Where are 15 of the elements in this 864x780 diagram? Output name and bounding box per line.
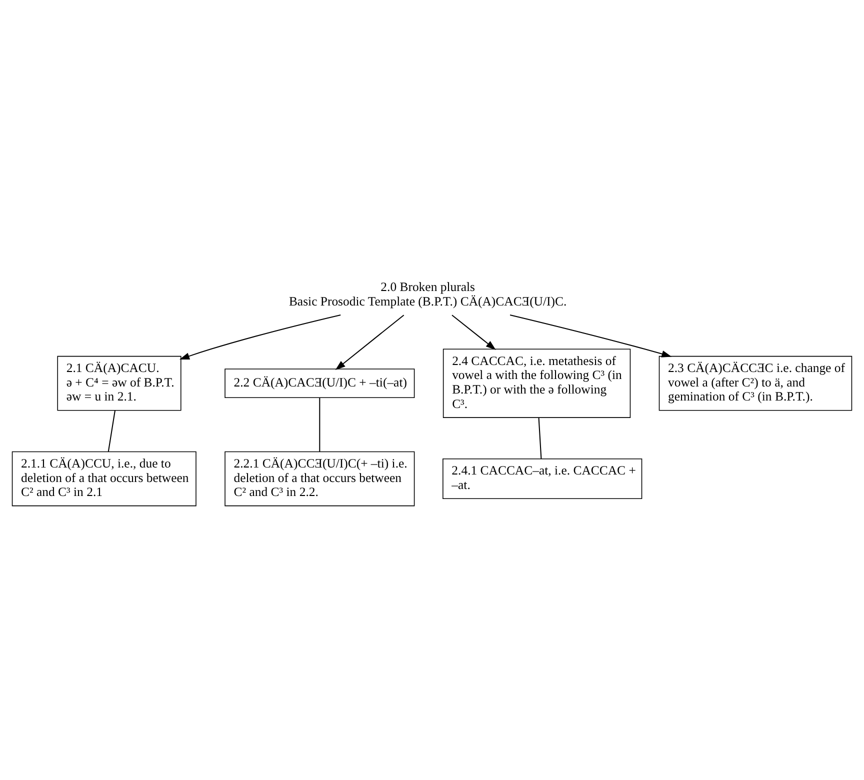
arrow [452,314,496,350]
arrow [179,314,341,360]
node-box: 2.1 CÄ(A)CACU. ə + C⁴ = əw of B.P.T. əw = u in 2.1. [57,355,182,410]
node-box: 2.3 CÄ(A)CÄCCƎC i.e. change of vowel a (after C²) to ä, and gemination of C³ (in B.P.T.). [658,355,852,410]
node-box: 2.2.1 CÄ(A)CCƎ(U/I)C(+ –ti) i.e. deletion of a that occurs between C² and C³ in 2.2. [224,450,415,506]
connector [319,397,320,452]
connector [538,417,542,458]
node-box: 2.4 CACCAC, i.e. metathesis of vowel a with the following C³ (in B.P.T.) or with the ə following C³. [442,348,631,418]
arrow [510,314,672,357]
connector [108,410,116,452]
node-box: 2.4.1 CACCAC–at, i.e. CACCAC + –at. [442,458,642,499]
node-box: 2.2 CÄ(A)CACƎ(U/I)C + –ti(–at) [224,368,415,398]
arrow [335,314,404,370]
node-text: 2.0 Broken plurals Basic Prosodic Template (B.P.T.) CÄ(A)CACƎ(U/I)C. [288,279,567,308]
node-box: 2.1.1 CÄ(A)CCU, i.e., due to deletion of a that occurs between C² and C³ in 2.1 [12,450,196,506]
